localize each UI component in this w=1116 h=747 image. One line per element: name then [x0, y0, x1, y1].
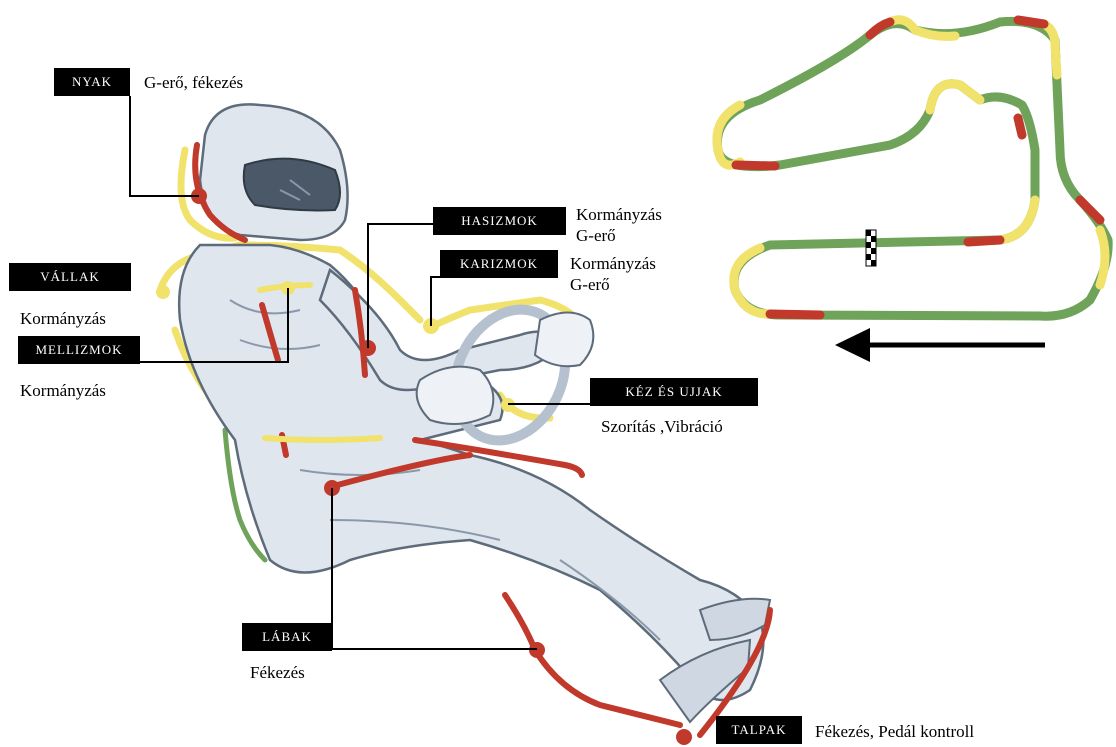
track-segment [1018, 118, 1022, 135]
leader-line-nyak [130, 96, 199, 196]
desc-kez-es-ujjak: Szorítás ,Vibráció [601, 416, 723, 437]
helmet [200, 104, 348, 240]
desc-karizmok-line-2: G-erő [570, 274, 656, 295]
desc-labak: Fékezés [250, 662, 305, 683]
desc-hasizmok-line-2: G-erő [576, 225, 662, 246]
desc-mellizmok-line-1: Kormányzás [20, 380, 106, 401]
tag-labak: LÁBAK [242, 623, 332, 651]
tag-kez-es-ujjak: KÉZ ÉS UJJAK [590, 378, 758, 406]
tag-talpak: TALPAK [716, 716, 802, 744]
desc-hasizmok: Kormányzás G-erő [576, 204, 662, 246]
track-segment [930, 84, 980, 110]
desc-karizmok: Kormányzás G-erő [570, 253, 656, 295]
desc-labak-line-1: Fékezés [250, 662, 305, 683]
track-segment [1100, 230, 1105, 285]
desc-vallak: Kormányzás [20, 308, 106, 329]
tag-nyak: NYAK [54, 68, 130, 96]
tag-vallak: VÁLLAK [9, 263, 131, 291]
desc-kez-line-1: Szorítás ,Vibráció [601, 416, 723, 437]
desc-talpak: Fékezés, Pedál kontroll [815, 721, 974, 742]
track-segment [1000, 200, 1035, 240]
glove-right [535, 313, 593, 367]
glove-left [417, 367, 494, 424]
tag-hasizmok: HASIZMOK [433, 207, 566, 235]
arrow-left-icon [835, 328, 1045, 362]
race-track-map [717, 20, 1108, 316]
track-segment [968, 240, 1000, 242]
desc-karizmok-line-1: Kormányzás [570, 253, 656, 274]
checkered-start-line [866, 230, 876, 266]
desc-hasizmok-line-1: Kormányzás [576, 204, 662, 225]
track-segment [770, 314, 820, 315]
desc-nyak: G-erő, fékezés [144, 72, 243, 93]
desc-nyak-line-1: G-erő, fékezés [144, 72, 243, 93]
desc-vallak-line-1: Kormányzás [20, 308, 106, 329]
desc-mellizmok: Kormányzás [20, 380, 106, 401]
track-segment [736, 165, 775, 166]
desc-talpak-line-1: Fékezés, Pedál kontroll [815, 721, 974, 742]
track-segment [1018, 20, 1044, 24]
tag-karizmok: KARIZMOK [440, 250, 558, 278]
tag-mellizmok: MELLIZMOK [18, 336, 140, 364]
